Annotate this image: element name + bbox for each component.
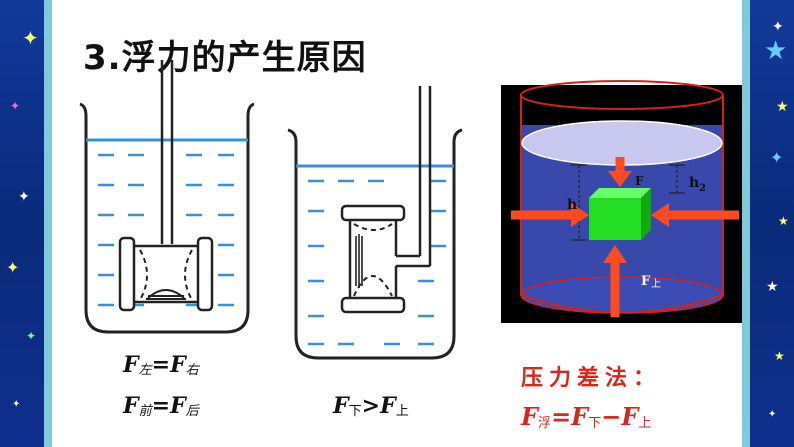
buoyancy-formula: F浮=F下−F上 (521, 402, 652, 431)
cylinder-drawing: h h 2 F F 上 (511, 80, 739, 317)
star-icon: ✦ (26, 329, 37, 343)
star-icon: ✦ (12, 399, 21, 410)
left-beaker-diagram (79, 60, 255, 334)
star-icon: ✦ (6, 258, 20, 277)
equation-bottom-top: F下>F上 (333, 393, 409, 419)
page-title: 3.浮力的产生原因 (83, 38, 367, 78)
star-icon: ★ (776, 99, 789, 115)
middle-beaker-diagram (287, 86, 463, 360)
equation-left-right: F左=F右 (123, 352, 199, 378)
star-icon: ✦ (768, 409, 777, 420)
label-f-bottom: F (641, 274, 651, 289)
star-icon: ★ (766, 279, 779, 295)
star-icon: ✦ (772, 19, 784, 35)
method-label: 压力差法： (521, 365, 662, 391)
label-h1: h (567, 197, 577, 213)
right-border-band (742, 0, 750, 447)
star-icon: ✦ (10, 99, 21, 113)
star-icon: ★ (778, 214, 789, 228)
label-f-bottom-sub: 上 (651, 278, 661, 290)
label-h2: h (689, 175, 699, 191)
star-icon: ✦ (18, 189, 30, 205)
left-border (0, 0, 44, 447)
star-icon: ★ (774, 349, 785, 363)
star-icon: ★ (764, 36, 788, 66)
equation-front-back: F前=F后 (123, 393, 199, 419)
label-h2-sub: 2 (699, 183, 706, 194)
label-f-top: F (635, 174, 644, 188)
left-border-band (44, 0, 52, 447)
star-icon: ✦ (22, 26, 39, 50)
right-border (750, 0, 794, 447)
star-icon: ✦ (770, 148, 784, 167)
